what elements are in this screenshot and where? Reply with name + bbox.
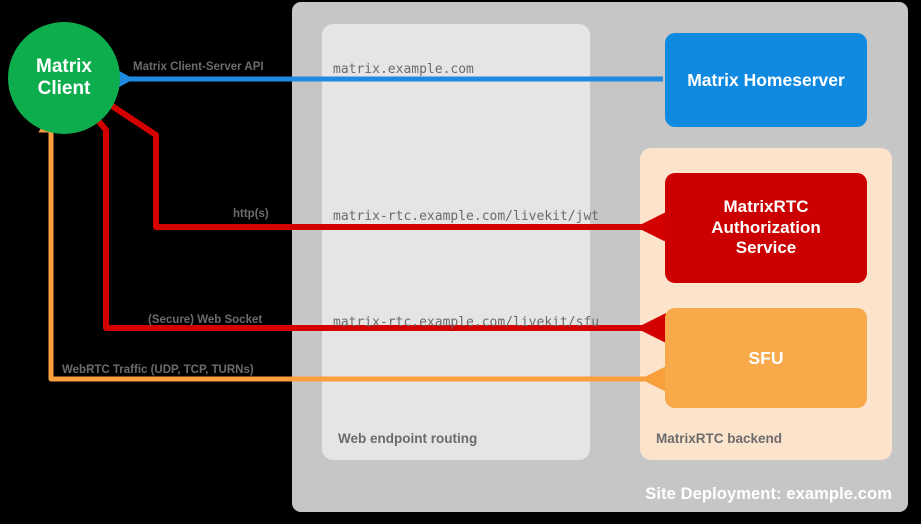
- matrixrtc-backend-label: MatrixRTC backend: [656, 431, 783, 446]
- matrix-client-label-line1: Matrix: [36, 55, 92, 77]
- edge-label-websocket: (Secure) Web Socket: [148, 314, 263, 326]
- site-deployment-label: Site Deployment: example.com: [645, 485, 892, 503]
- auth-service-label-line2: Authorization: [711, 217, 821, 237]
- sfu-label: SFU: [748, 347, 784, 368]
- route-label-jwt: matrix-rtc.example.com/livekit/jwt: [333, 209, 600, 224]
- auth-service-label-line1: MatrixRTC: [723, 197, 809, 217]
- matrix-client-label-line2: Client: [37, 78, 91, 99]
- edge-label-webrtc: WebRTC Traffic (UDP, TCP, TURNs): [62, 364, 254, 376]
- node-sfu[interactable]: SFU: [665, 308, 867, 408]
- auth-service-label-line3: Service: [735, 238, 797, 258]
- node-matrix-homeserver[interactable]: Matrix Homeserver: [665, 33, 867, 127]
- edge-label-client-server-api: Matrix Client-Server API: [133, 61, 264, 73]
- node-matrixrtc-authorization-service[interactable]: MatrixRTC Authorization Service: [665, 173, 867, 283]
- route-label-matrix: matrix.example.com: [333, 62, 474, 77]
- route-label-sfu: matrix-rtc.example.com/livekit/sfu: [333, 315, 600, 330]
- edge-label-https: http(s): [233, 208, 269, 220]
- matrix-homeserver-label: Matrix Homeserver: [687, 69, 845, 90]
- node-matrix-client[interactable]: Matrix Client: [8, 22, 120, 134]
- web-endpoint-routing-label: Web endpoint routing: [338, 431, 478, 446]
- web-endpoint-routing-container: Web endpoint routing: [322, 24, 590, 460]
